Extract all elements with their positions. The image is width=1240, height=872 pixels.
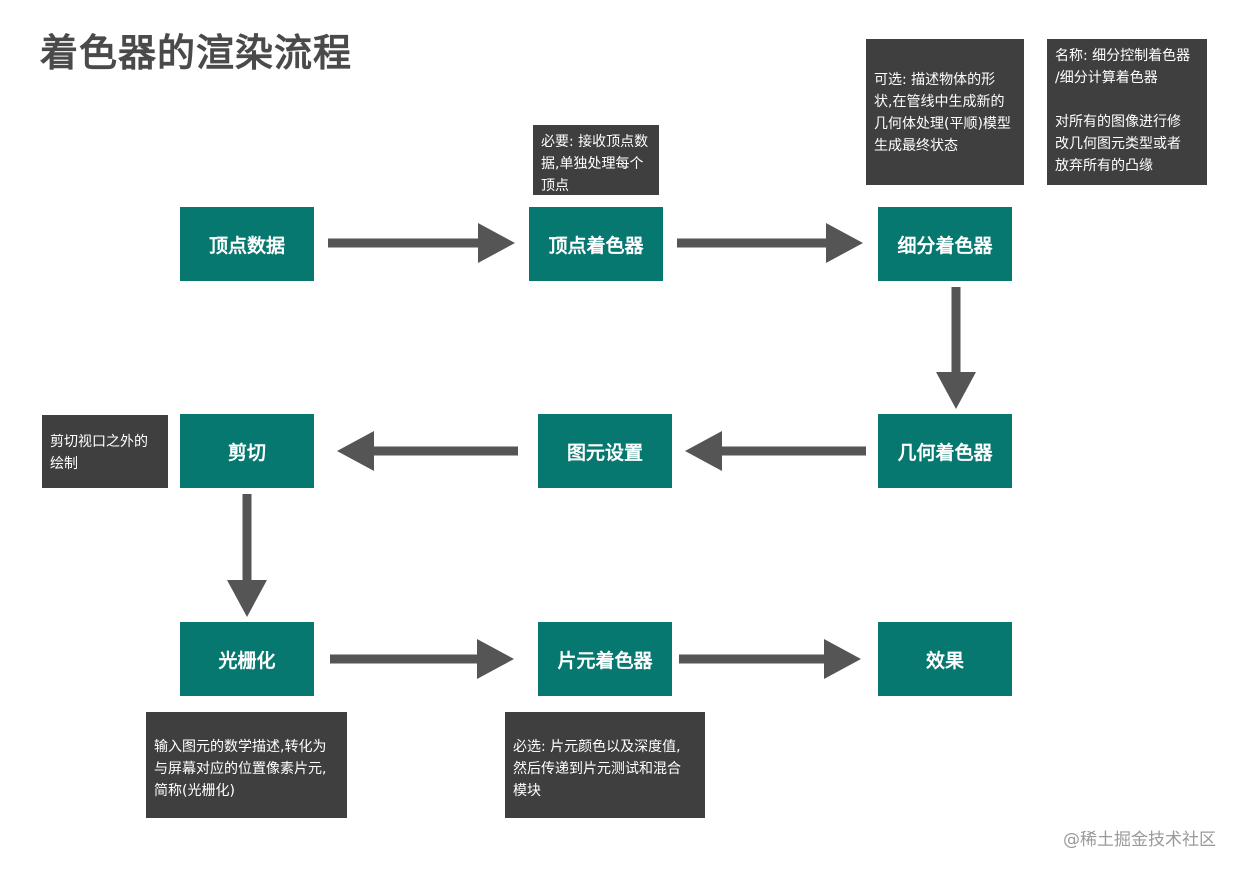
note-clipping: 剪切视口之外的 绘制 bbox=[42, 415, 168, 488]
arrow-vertexdata-to-vertexshader bbox=[328, 223, 515, 263]
note-tessellation-shader: 名称: 细分控制着色器 /细分计算着色器 对所有的图像进行修 改几何图元类型或者… bbox=[1047, 39, 1207, 185]
watermark: @稀土掘金技术社区 bbox=[1063, 830, 1216, 850]
node-rasterization: 光栅化 bbox=[180, 622, 314, 696]
note-fragment-shader: 必选: 片元颜色以及深度值, 然后传递到片元测试和混合 模块 bbox=[505, 712, 705, 818]
note-rasterization: 输入图元的数学描述,转化为 与屏幕对应的位置像素片元, 简称(光栅化) bbox=[146, 712, 347, 818]
node-vertex-shader: 顶点着色器 bbox=[529, 207, 663, 281]
page-title: 着色器的渲染流程 bbox=[40, 31, 353, 75]
arrow-fragment-to-effect bbox=[679, 639, 861, 679]
arrow-clipping-to-rasterization bbox=[227, 494, 267, 617]
node-geometry-shader: 几何着色器 bbox=[878, 414, 1012, 488]
arrow-tessellation-to-geometry bbox=[936, 287, 976, 409]
arrow-vertexshader-to-tessellation bbox=[677, 223, 863, 263]
node-effect: 效果 bbox=[878, 622, 1012, 696]
node-clipping: 剪切 bbox=[180, 414, 314, 488]
arrow-rasterization-to-fragment bbox=[330, 639, 514, 679]
note-vertex-shader: 必要: 接收顶点数 据,单独处理每个 顶点 bbox=[533, 125, 659, 195]
node-tessellation-shader: 细分着色器 bbox=[878, 207, 1012, 281]
arrow-geometry-to-primitive bbox=[685, 431, 866, 471]
note-geometry-shader: 可选: 描述物体的形 状,在管线中生成新的 几何体处理(平顺)模型 生成最终状态 bbox=[866, 39, 1024, 185]
node-vertex-data: 顶点数据 bbox=[180, 207, 314, 281]
node-primitive-setup: 图元设置 bbox=[538, 414, 672, 488]
arrow-primitive-to-clipping bbox=[337, 431, 518, 471]
node-fragment-shader: 片元着色器 bbox=[538, 622, 672, 696]
